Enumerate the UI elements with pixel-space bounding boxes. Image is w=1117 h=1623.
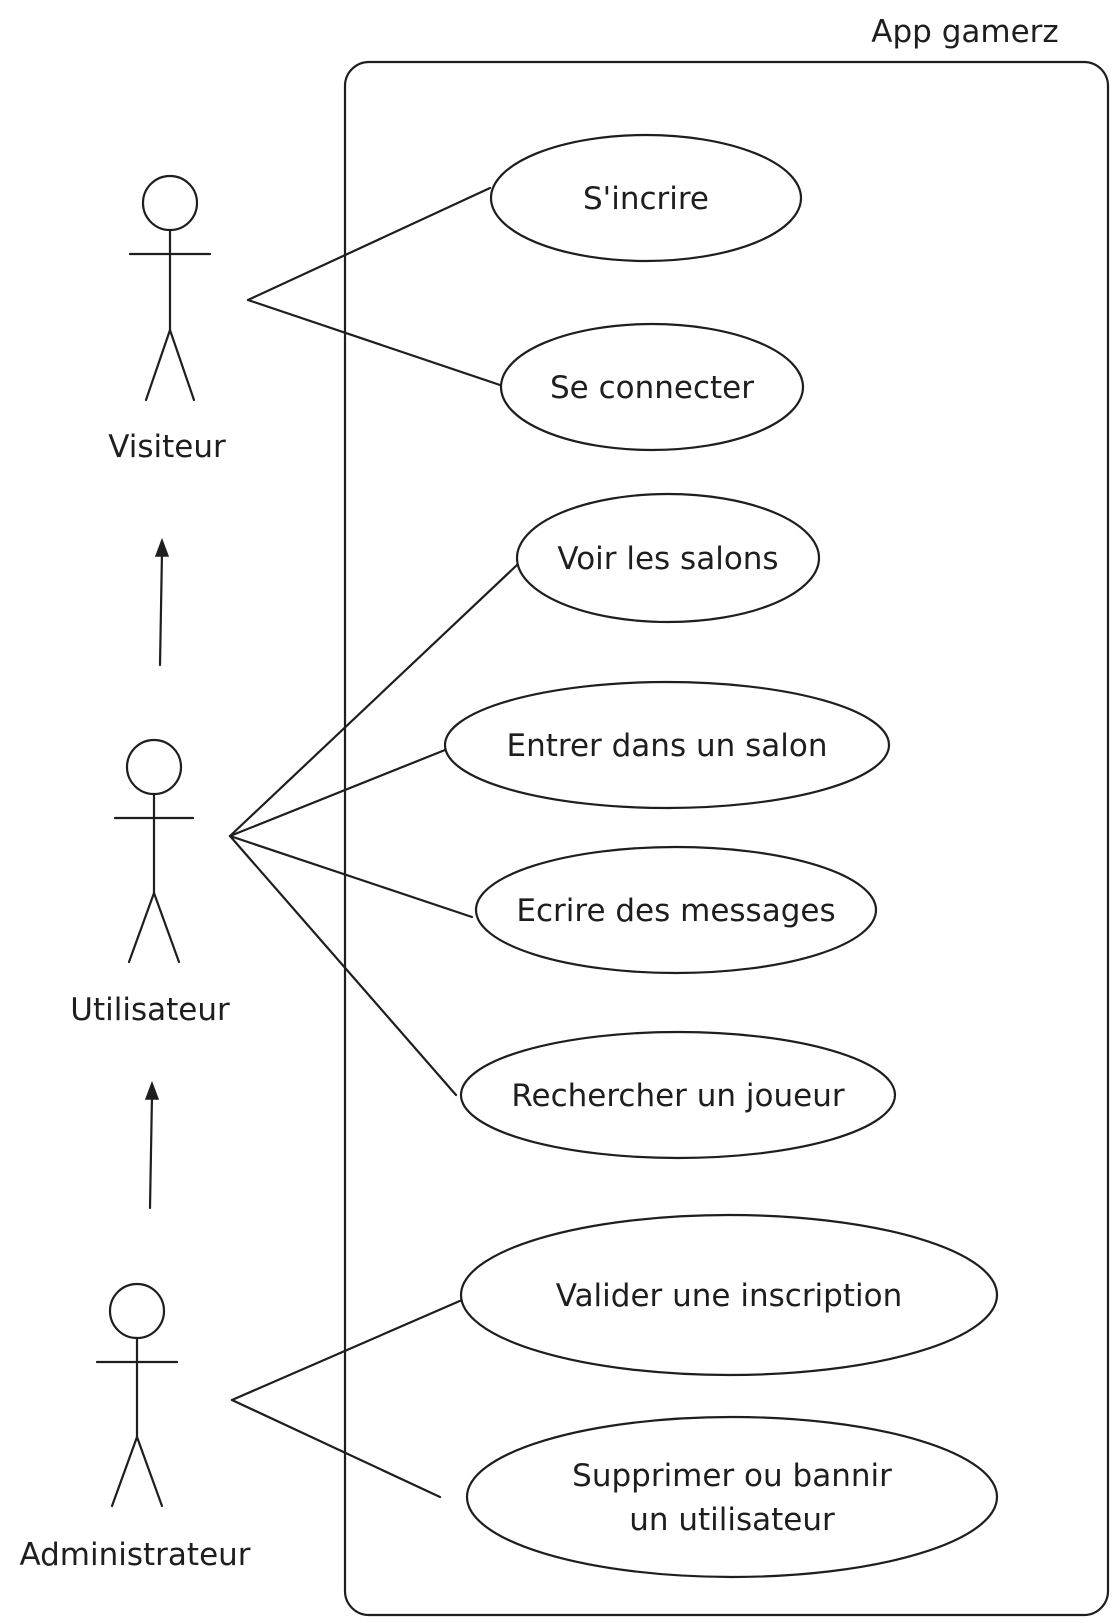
stick-figure-icon	[95, 1282, 179, 1508]
actor-label: Visiteur	[108, 429, 226, 465]
actor-utilisateur[interactable]: Utilisateur	[70, 738, 230, 1028]
use-case-label: Valider une inscription	[556, 1278, 902, 1314]
use-case-ellipse	[443, 680, 891, 810]
association-utilisateur-voir-les-salons	[228, 563, 519, 838]
use-case-se-connecter[interactable]: Se connecter	[499, 322, 805, 452]
use-case-label: un utilisateur	[629, 1502, 835, 1538]
use-case-ecrire-des-messages[interactable]: Ecrire des messages	[474, 845, 878, 975]
use-case-supprimer-ou-bannir[interactable]: Supprimer ou bannir un utilisateur	[465, 1415, 999, 1579]
arrowhead-icon	[144, 1080, 160, 1100]
association-administrateur-supprimer-ou-bannir	[230, 1398, 442, 1499]
generalization-utilisateur-to-visiteur	[154, 537, 170, 667]
system-title: App gamerz	[871, 14, 1058, 50]
use-case-ellipse	[499, 322, 805, 452]
use-case-valider-une-inscription[interactable]: Valider une inscription	[459, 1213, 999, 1377]
association-administrateur-valider-une-inscription	[230, 1298, 464, 1402]
actor-administrateur[interactable]: Administrateur	[19, 1282, 251, 1573]
use-case-ellipse	[459, 1030, 897, 1160]
actor-label: Administrateur	[19, 1537, 250, 1573]
use-case-sinscrire[interactable]: S'incrire	[489, 133, 803, 263]
generalization-administrateur-to-utilisateur	[144, 1080, 160, 1210]
stick-figure-icon	[128, 174, 212, 402]
use-case-label: Entrer dans un salon	[507, 728, 828, 764]
actor-visiteur[interactable]: Visiteur	[108, 174, 226, 465]
stick-figure-icon	[113, 738, 195, 964]
arrowhead-icon	[154, 537, 170, 557]
generalization-arrows	[144, 537, 170, 1210]
use-case-rechercher-un-joueur[interactable]: Rechercher un joueur	[459, 1030, 897, 1160]
actor-label: Utilisateur	[70, 992, 230, 1028]
use-case-voir-les-salons[interactable]: Voir les salons	[515, 492, 821, 624]
use-case-ellipse	[465, 1415, 999, 1579]
use-case-label: S'incrire	[583, 181, 709, 217]
use-case-ellipse	[489, 133, 803, 263]
use-case-label: Ecrire des messages	[516, 893, 835, 929]
use-case-label: Supprimer ou bannir	[572, 1458, 892, 1494]
use-case-ellipse	[459, 1213, 999, 1377]
use-case-label: Se connecter	[550, 370, 754, 406]
association-utilisateur-entrer-dans-un-salon	[228, 748, 447, 838]
association-visiteur-se-connecter	[246, 298, 502, 387]
use-case-label: Voir les salons	[557, 541, 778, 577]
association-utilisateur-ecrire-des-messages	[228, 834, 474, 919]
association-utilisateur-rechercher-un-joueur	[228, 834, 458, 1097]
use-case-ellipse	[474, 845, 878, 975]
association-lines	[228, 186, 519, 1499]
use-case-label: Rechercher un joueur	[511, 1078, 845, 1114]
association-visiteur-sinscrire	[246, 186, 492, 302]
system-boundary	[343, 60, 1110, 1617]
use-case-ellipse	[515, 492, 821, 624]
use-case-entrer-dans-un-salon[interactable]: Entrer dans un salon	[443, 680, 891, 810]
